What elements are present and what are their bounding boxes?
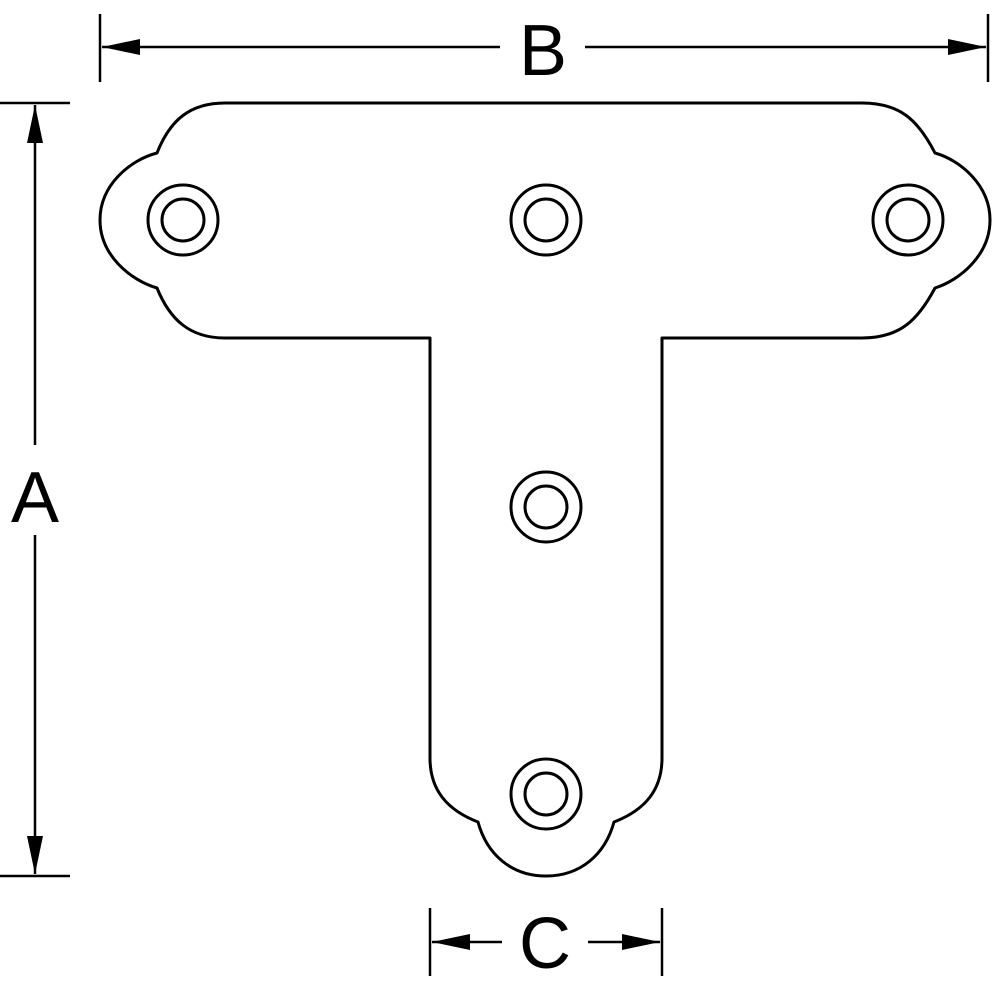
t-plate-outline [98, 101, 992, 878]
mounting-hole-center [509, 183, 583, 257]
dimension-b: B [98, 11, 990, 91]
mounting-hole-right [871, 183, 945, 257]
mounting-hole-stem-middle [509, 470, 583, 544]
mounting-hole-stem-bottom [509, 757, 583, 831]
dimension-c: C [428, 904, 664, 984]
dimension-a: A [0, 101, 70, 878]
dimension-c-label: C [519, 904, 571, 984]
mounting-hole-left [146, 183, 220, 257]
dimension-b-label: B [519, 11, 567, 91]
dimension-a-label: A [11, 458, 59, 538]
